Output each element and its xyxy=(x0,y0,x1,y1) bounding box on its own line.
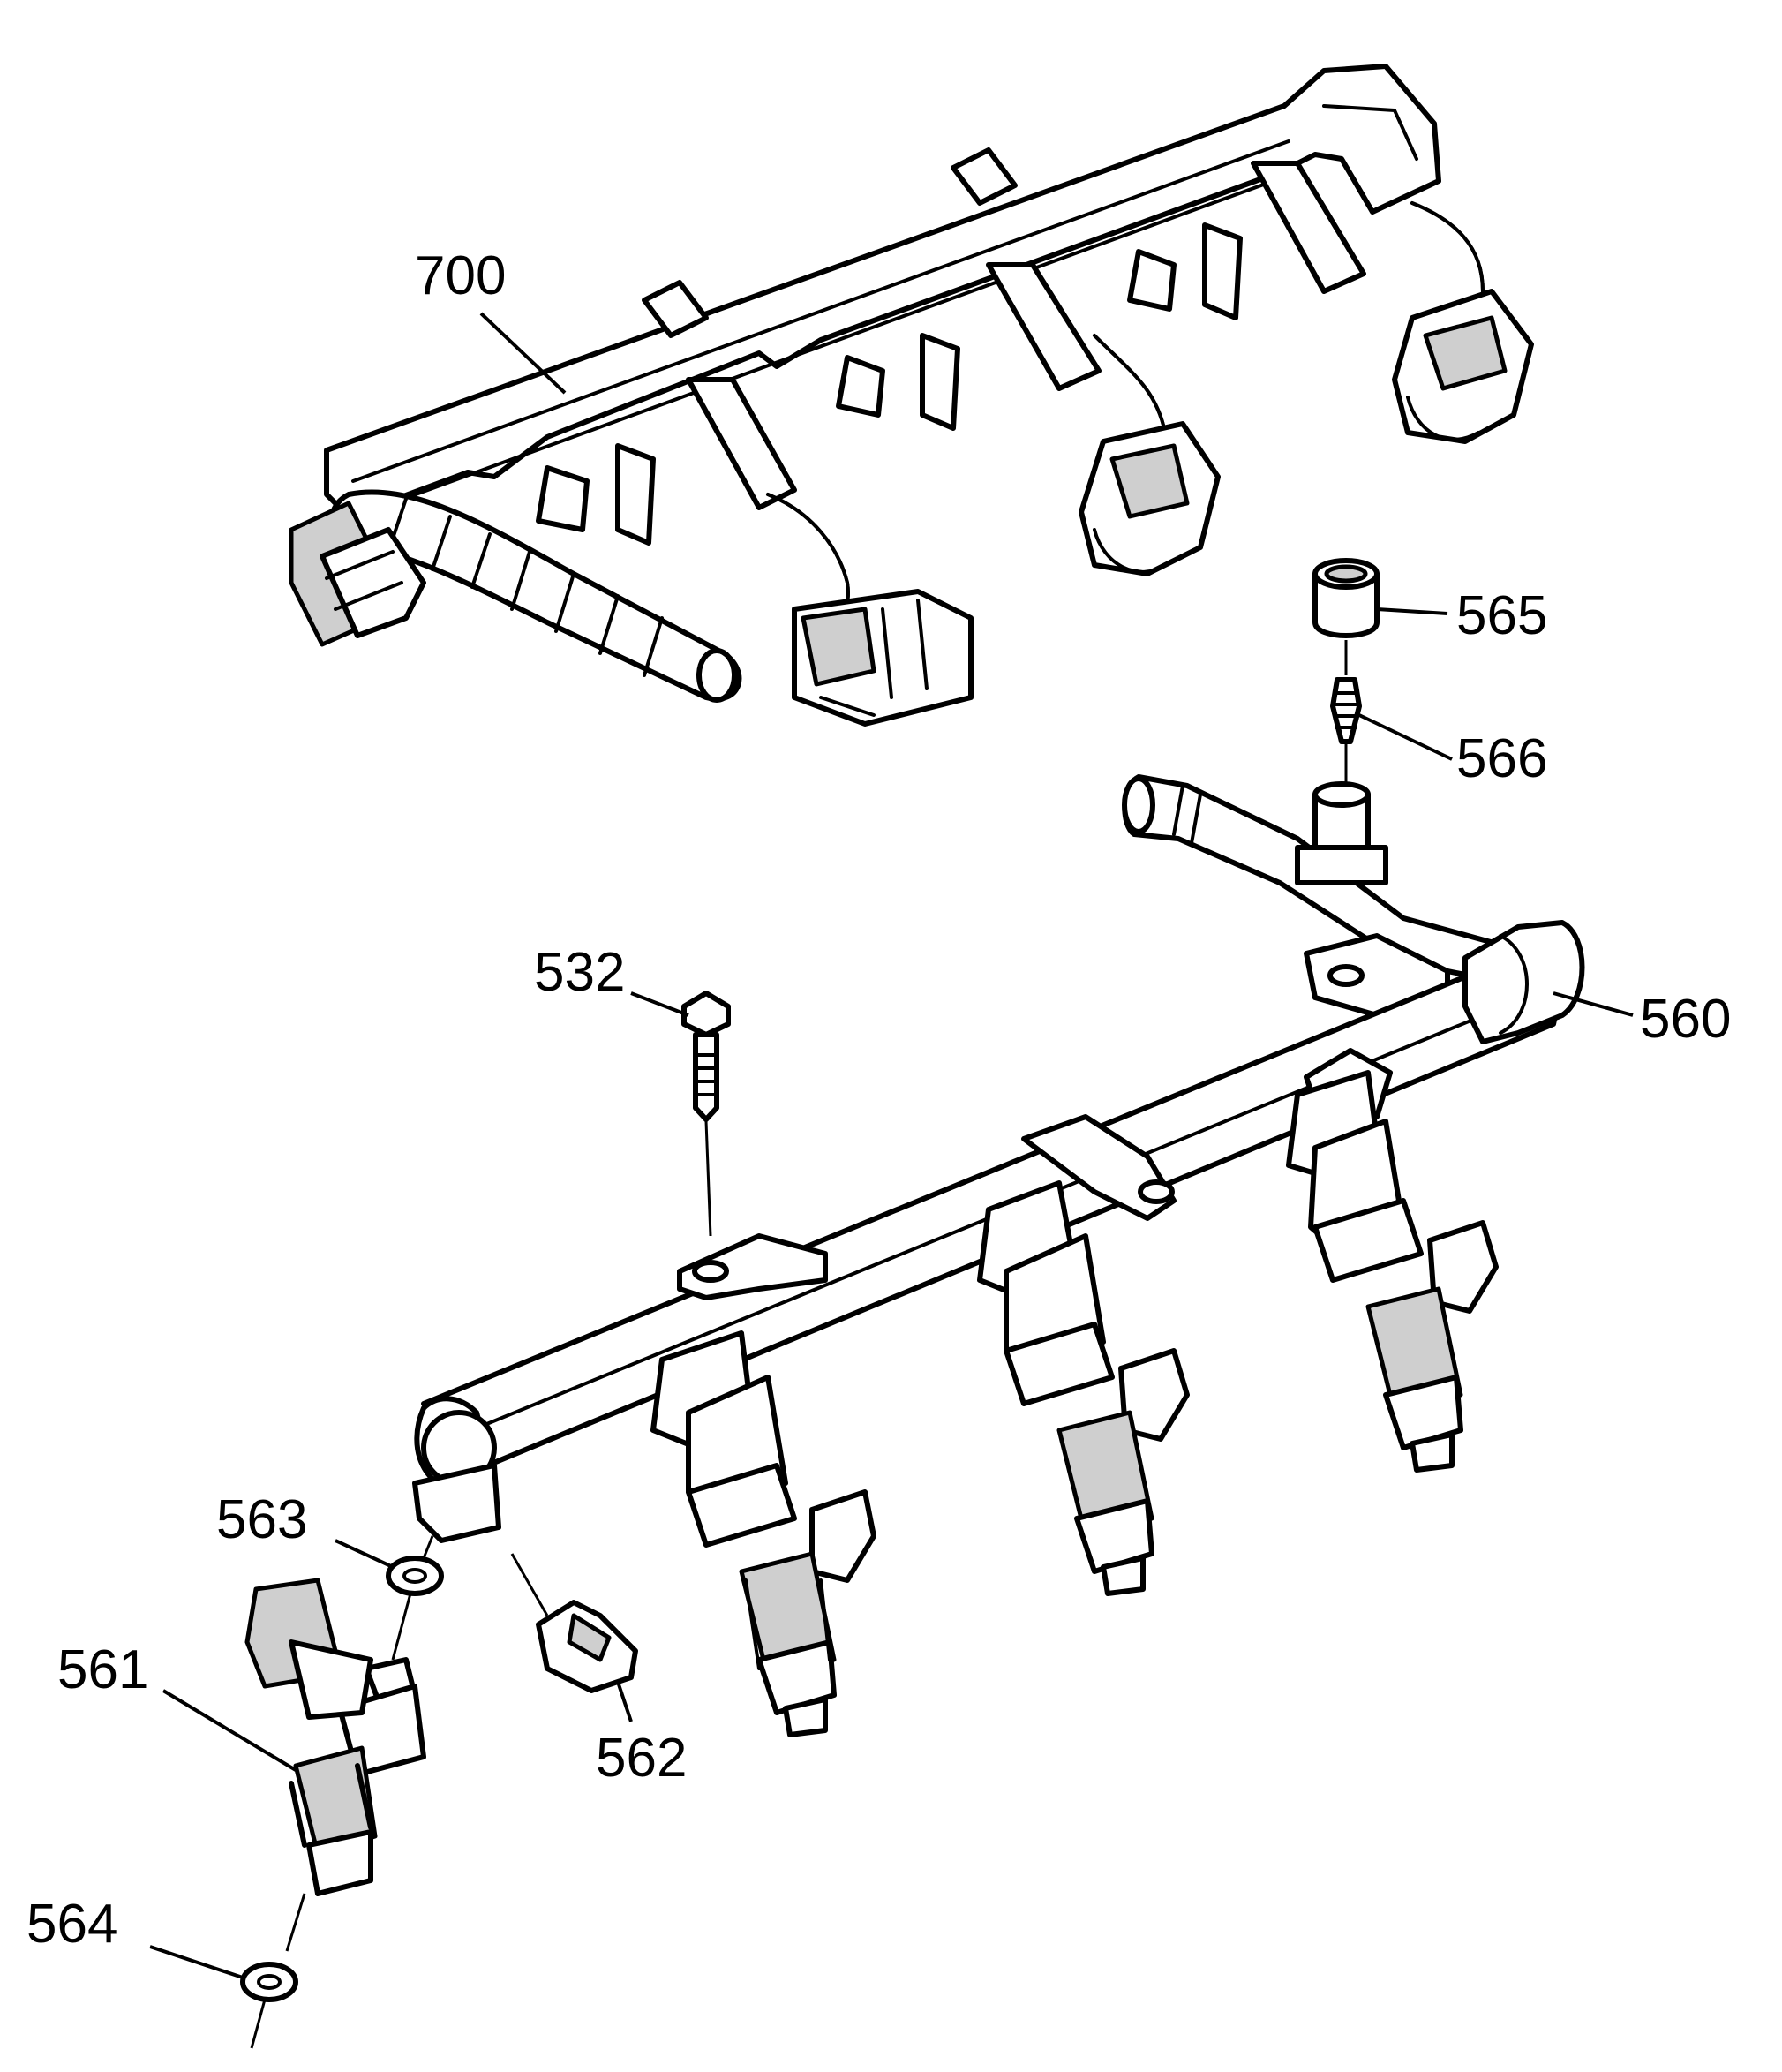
callout-532: 532 xyxy=(534,942,625,1003)
schrader-valve-566 xyxy=(1330,677,1362,786)
callout-700: 700 xyxy=(415,245,506,306)
leader-lines xyxy=(149,312,1634,1979)
callout-565: 565 xyxy=(1456,585,1547,646)
injector-harness-700 xyxy=(289,64,1534,727)
installed-injector-3 xyxy=(1308,1119,1499,1473)
lower-o-ring-564 xyxy=(240,1962,298,2049)
installed-injector-2 xyxy=(1004,1233,1190,1596)
callout-560: 560 xyxy=(1640,989,1731,1050)
callout-563: 563 xyxy=(216,1489,307,1550)
retainer-clip-562 xyxy=(510,1553,638,1693)
valve-cap-565 xyxy=(1312,558,1380,675)
callout-562: 562 xyxy=(596,1728,687,1789)
callout-564: 564 xyxy=(26,1894,117,1955)
callout-561: 561 xyxy=(57,1639,148,1700)
installed-injector-1 xyxy=(686,1375,876,1737)
callout-566: 566 xyxy=(1456,728,1547,789)
fuel-injector-561 xyxy=(244,1578,426,1952)
bolt-532 xyxy=(681,991,731,1237)
upper-o-ring-563 xyxy=(386,1535,444,1661)
